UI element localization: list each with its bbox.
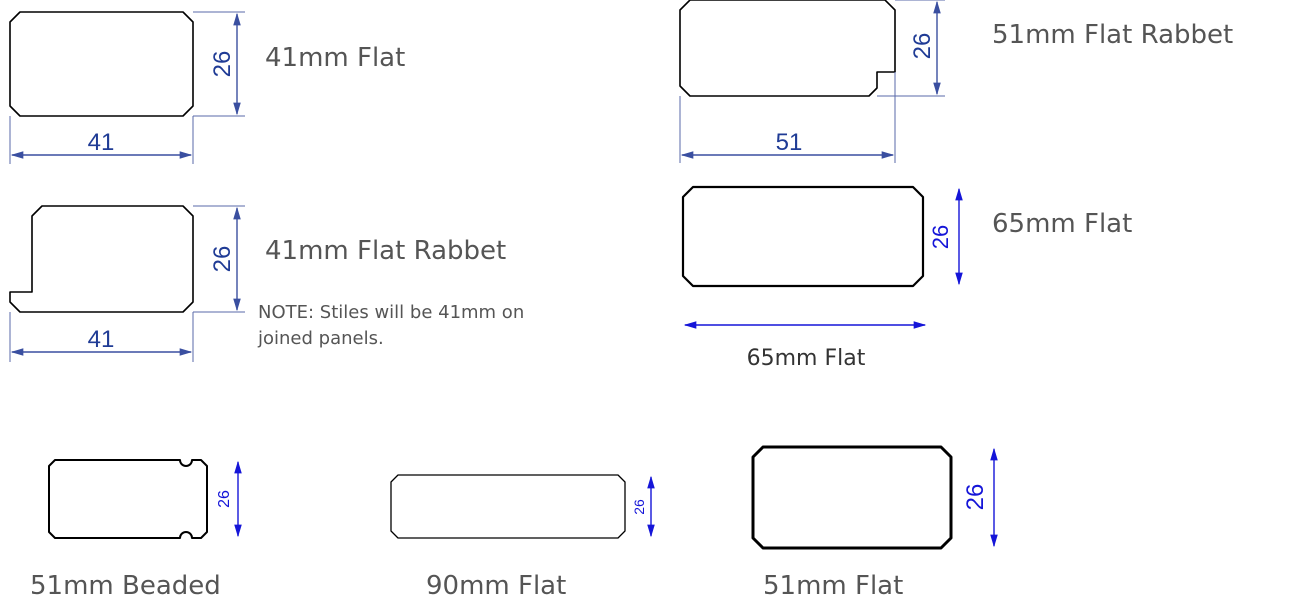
width-dimension: 41	[88, 129, 115, 156]
profile-90mm-flat-outline	[390, 474, 626, 539]
profile-label: 51mm Flat	[763, 571, 903, 601]
profile-65mm-flat: 26 65mm Flat 65mm Flat	[681, 185, 1132, 371]
width-caption: 65mm Flat	[747, 346, 866, 371]
profile-65mm-flat-outline	[681, 185, 925, 288]
height-dimension: 26	[909, 33, 936, 60]
width-dimension: 41	[88, 326, 115, 353]
note-line-1: NOTE: Stiles will be 41mm on	[258, 302, 524, 323]
profile-label: 65mm Flat	[992, 209, 1132, 239]
profile-41mm-flat-outline	[9, 11, 194, 117]
profile-41mm-flat-rabbet-outline	[9, 205, 194, 313]
height-dimension: 26	[209, 246, 236, 273]
profile-51mm-beaded: 26 51mm Beaded	[30, 459, 242, 601]
profile-51mm-flat-rabbet-outline	[679, 0, 896, 97]
profile-51mm-flat: 26 51mm Flat	[751, 445, 998, 601]
profile-label: 90mm Flat	[426, 571, 566, 601]
height-dimension: 26	[962, 484, 989, 511]
profile-label: 51mm Flat Rabbet	[992, 20, 1233, 50]
profile-41mm-flat-rabbet: 26 41 41mm Flat Rabbet NOTE: Stiles will…	[9, 205, 524, 362]
profile-51mm-flat-rabbet: 26 51 51mm Flat Rabbet	[679, 0, 1233, 163]
note-line-2: joined panels.	[257, 328, 384, 349]
width-dimension: 51	[776, 129, 803, 156]
profile-51mm-flat-outline	[751, 445, 953, 550]
profile-41mm-flat: 26 41 41mm Flat	[9, 11, 405, 164]
height-dimension: 26	[631, 499, 647, 515]
profile-label: 51mm Beaded	[30, 571, 221, 601]
profile-label: 41mm Flat	[265, 43, 405, 73]
profile-label: 41mm Flat Rabbet	[265, 236, 506, 266]
profile-90mm-flat: 26 90mm Flat	[390, 474, 655, 601]
height-dimension: 26	[209, 51, 236, 78]
height-dimension: 26	[928, 225, 953, 249]
profile-51mm-beaded-outline	[48, 459, 208, 539]
height-dimension: 26	[216, 490, 233, 508]
